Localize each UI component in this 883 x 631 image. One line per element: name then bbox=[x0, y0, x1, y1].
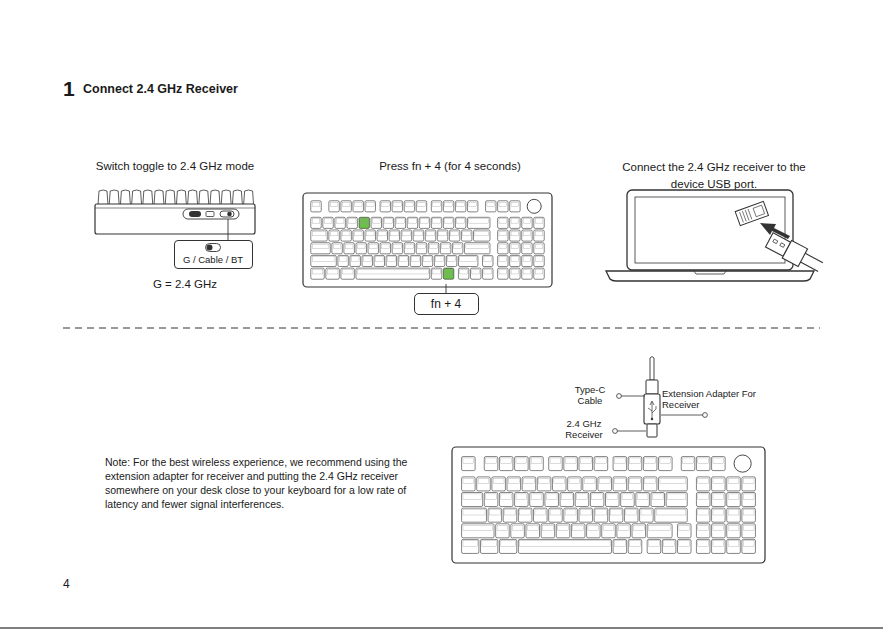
leader-line bbox=[615, 431, 646, 432]
note-text: Note: For the best wireless experience, … bbox=[105, 455, 410, 511]
section-title: Connect 2.4 GHz Receiver bbox=[83, 82, 323, 96]
usb-receiver bbox=[735, 201, 768, 225]
leader-line bbox=[446, 284, 447, 293]
note-text-text: Note: For the best wireless experience, … bbox=[105, 456, 407, 510]
keyboard-top-view bbox=[303, 193, 552, 287]
leader-dot bbox=[617, 394, 622, 399]
part-label-text: 2.4 GHz Receiver bbox=[565, 418, 603, 440]
toggle-icon bbox=[205, 243, 221, 252]
mode-legend: G = 2.4 GHz bbox=[120, 277, 250, 291]
step-caption-text: Press fn + 4 (for 4 seconds) bbox=[379, 160, 521, 172]
callout-box: G / Cable / BT bbox=[174, 240, 253, 269]
callout-box: fn + 4 bbox=[414, 293, 479, 315]
part-label-text: Extension Adapter For Receiver bbox=[662, 388, 756, 410]
leader-line bbox=[619, 396, 645, 397]
usb-cable bbox=[765, 231, 826, 276]
step-caption: Connect the 2.4 GHz receiver to the devi… bbox=[618, 159, 810, 193]
step-number-text: 1 bbox=[63, 77, 75, 100]
step-caption: Press fn + 4 (for 4 seconds) bbox=[335, 159, 565, 173]
callout-text: G / Cable / BT bbox=[183, 254, 243, 265]
page-number: 4 bbox=[63, 577, 93, 592]
leader-dot bbox=[613, 429, 618, 434]
mode-legend-text: G = 2.4 GHz bbox=[153, 278, 217, 290]
page-number-text: 4 bbox=[63, 577, 70, 591]
extension-adapter-illustration bbox=[644, 357, 660, 438]
separator bbox=[63, 328, 820, 329]
title-text: Connect 2.4 GHz Receiver bbox=[83, 82, 238, 96]
leader-line bbox=[661, 415, 705, 416]
step-caption: Switch toggle to 2.4 GHz mode bbox=[65, 159, 285, 173]
keyboard-top-view bbox=[452, 447, 765, 563]
laptop-illustration bbox=[606, 190, 814, 281]
callout-text: fn + 4 bbox=[431, 297, 461, 311]
part-label: Type-C Cable bbox=[567, 384, 613, 406]
part-label: 2.4 GHz Receiver bbox=[558, 418, 610, 440]
step-number: 1 bbox=[63, 76, 83, 102]
page-rule bbox=[0, 627, 883, 628]
part-label: Extension Adapter For Receiver bbox=[662, 388, 762, 410]
step-caption-text: Switch toggle to 2.4 GHz mode bbox=[96, 160, 255, 172]
keyboard-side-view bbox=[95, 190, 255, 234]
leader-line bbox=[228, 219, 229, 240]
step-caption-text: Connect the 2.4 GHz receiver to the devi… bbox=[622, 161, 805, 190]
leader-dot bbox=[703, 413, 708, 418]
part-label-text: Type-C Cable bbox=[575, 384, 606, 406]
